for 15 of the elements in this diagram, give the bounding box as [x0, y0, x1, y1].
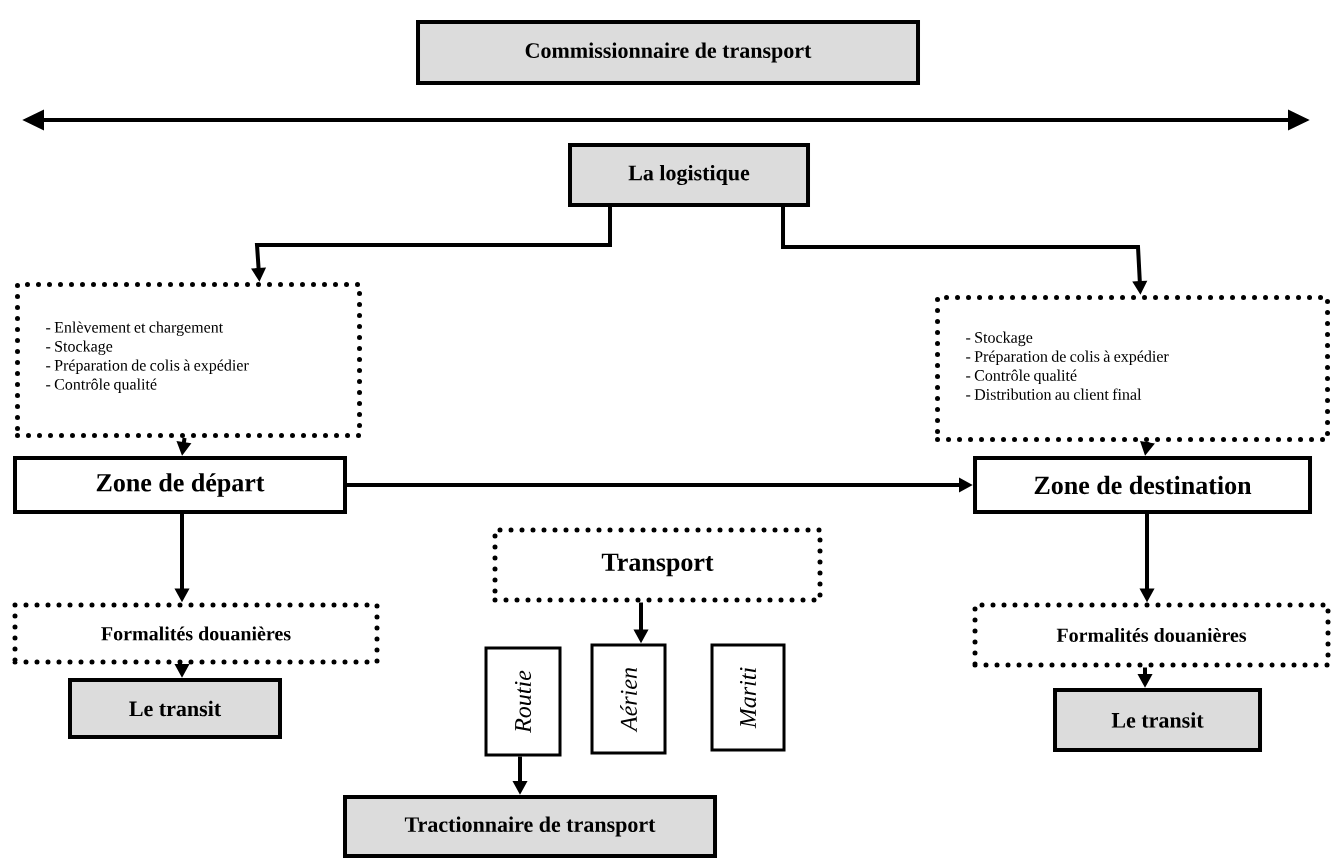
process-box: Tractionnaire de transport: [343, 795, 717, 858]
process-box: Formalités douanières: [12, 602, 380, 665]
process-box: Le transit: [1053, 688, 1262, 752]
title-box: Commissionnaire de transport: [416, 20, 920, 85]
mode-box: Routie: [484, 646, 562, 757]
mode-box: Aérien: [590, 643, 667, 755]
process-box: Zone de destination: [973, 456, 1312, 514]
process-box: Le transit: [68, 678, 282, 739]
process-box: Formalités douanières: [972, 602, 1331, 668]
task-list-box: - Enlèvement et chargement - Stockage - Préparation de colis à expédier - Contrôle qualité: [15, 282, 362, 438]
task-list-box: - Stockage - Préparation de colis à expédier - Contrôle qualité - Distribution au client final: [935, 295, 1330, 442]
process-box: Transport: [492, 527, 823, 603]
process-box: La logistique: [568, 143, 810, 207]
process-box: Zone de départ: [13, 456, 347, 514]
mode-box: Mariti: [710, 643, 786, 752]
